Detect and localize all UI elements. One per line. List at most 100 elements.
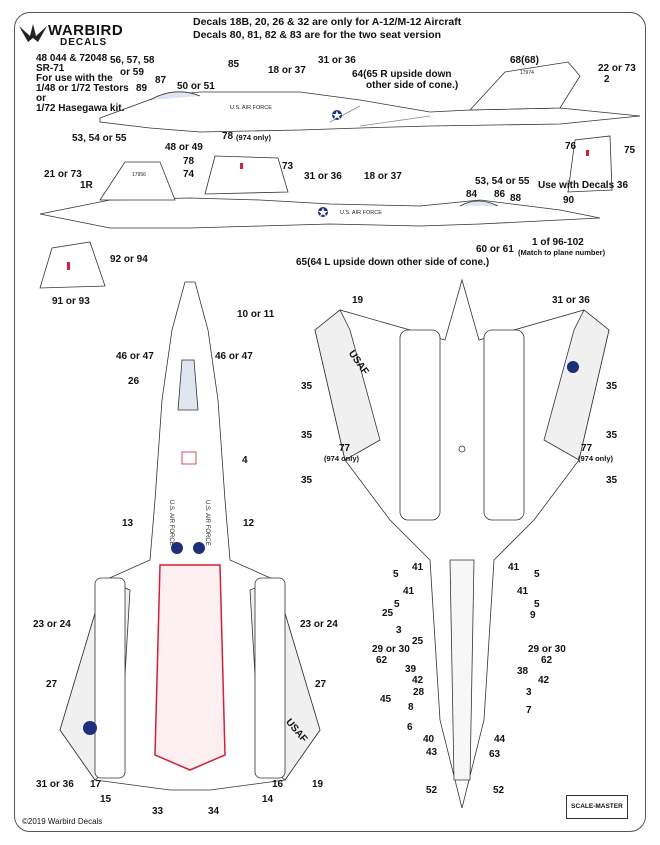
callout: 1R — [80, 180, 93, 191]
callout: 23 or 24 — [300, 619, 338, 630]
copyright: ©2019 Warbird Decals — [22, 817, 103, 826]
callout: 78 — [222, 131, 234, 142]
callout: 50 or 51 — [177, 81, 215, 92]
callout: 68(68) — [510, 55, 539, 66]
eagle-icon — [19, 24, 47, 42]
callout: 25 — [412, 636, 424, 647]
callout: 33 — [152, 806, 164, 817]
callout: 76 — [565, 141, 577, 152]
callout: 42 — [538, 675, 550, 686]
callout: 74 — [183, 169, 195, 180]
callout: 35 — [301, 381, 313, 392]
scale-master-logo: SCALE-MASTER — [566, 795, 628, 819]
callout: 86 — [494, 189, 506, 200]
header-line-1: Decals 18B, 20, 26 & 32 are only for A-1… — [193, 16, 462, 28]
brand-name: WARBIRD — [48, 22, 124, 39]
callout: (Match to plane number) — [518, 248, 606, 257]
callout: 39 — [405, 664, 417, 675]
svg-text:U.S. AIR FORCE: U.S. AIR FORCE — [340, 210, 382, 216]
callout: 56, 57, 58 — [110, 55, 155, 66]
callout: 18 or 37 — [268, 65, 306, 76]
callout: 89 — [136, 83, 148, 94]
callout: 3 — [396, 625, 402, 636]
callout: 2 — [604, 74, 610, 85]
aircraft-name: SR-71 — [36, 63, 65, 74]
callout: 43 — [426, 747, 438, 758]
callout: 19 — [352, 295, 364, 306]
callout: 29 or 30 — [372, 644, 410, 655]
callout: 41 — [403, 586, 415, 597]
callout: 41 — [508, 562, 520, 573]
callout: 77 — [581, 443, 593, 454]
callout: 3 — [526, 687, 532, 698]
callout: 48 or 49 — [165, 142, 203, 153]
callout: 35 — [606, 475, 618, 486]
svg-text:U.S. AIR FORCE: U.S. AIR FORCE — [168, 500, 174, 546]
callout: or 59 — [120, 67, 144, 78]
callout: 17 — [90, 779, 102, 790]
callout: 31 or 36 — [318, 55, 356, 66]
callout: 15 — [100, 794, 112, 805]
callout: 5 — [534, 569, 540, 580]
callout: 53, 54 or 55 — [475, 176, 530, 187]
svg-text:17974: 17974 — [520, 70, 534, 76]
callout: 35 — [301, 475, 313, 486]
tail-insert-left — [39, 135, 613, 289]
callout: 65(64 L upside down other side of cone.) — [296, 257, 490, 268]
callout: 52 — [493, 785, 505, 796]
brand-sub: DECALS — [60, 37, 108, 48]
callout: 85 — [228, 59, 240, 70]
callout: 4 — [242, 455, 248, 466]
callout: 35 — [606, 381, 618, 392]
callout: 8 — [408, 702, 414, 713]
side-profile-bottom: U.S. AIR FORCE 17956 — [39, 161, 601, 229]
callout: 53, 54 or 55 — [72, 133, 127, 144]
callout: 90 — [563, 195, 575, 206]
callout: Use with Decals 36 — [538, 180, 629, 191]
callout: 13 — [122, 518, 134, 529]
callout: 18 or 37 — [364, 171, 402, 182]
callout: (974 only) — [236, 133, 272, 142]
callout: 46 or 47 — [215, 351, 253, 362]
callout: 92 or 94 — [110, 254, 148, 265]
callout: 14 — [262, 794, 274, 805]
svg-text:U.S. AIR FORCE: U.S. AIR FORCE — [204, 500, 210, 546]
callout: other side of cone.) — [366, 80, 459, 91]
callout: 77 — [339, 443, 351, 454]
svg-text:17956: 17956 — [132, 172, 146, 178]
side-profile-top: U.S. AIR FORCE 17974 — [99, 61, 641, 133]
product-codes: 48 044 & 72048 — [36, 53, 108, 64]
callout: 27 — [315, 679, 327, 690]
top-view-aircraft: U.S. AIR FORCE U.S. AIR FORCE — [59, 281, 321, 791]
warbird-logo: WARBIRD DECALS — [18, 20, 128, 48]
callout: 5 — [534, 599, 540, 610]
callout: 62 — [541, 655, 553, 666]
callout: 64(65 R upside down — [352, 69, 452, 80]
callout: 25 — [382, 608, 394, 619]
usage-line-3: or — [36, 93, 46, 104]
callout: 19 — [312, 779, 324, 790]
usage-line-4: 1/72 Hasegawa kit. — [36, 103, 125, 114]
callout: 88 — [510, 193, 522, 204]
callout: 91 or 93 — [52, 296, 90, 307]
callout: 41 — [517, 586, 529, 597]
callout: 42 — [412, 675, 424, 686]
callout: 9 — [530, 610, 536, 621]
callout: 35 — [606, 430, 618, 441]
callout: 7 — [526, 705, 532, 716]
svg-text:U.S. AIR FORCE: U.S. AIR FORCE — [230, 105, 272, 111]
callout: 38 — [517, 666, 529, 677]
callout: 78 — [183, 156, 195, 167]
callout: 41 — [412, 562, 424, 573]
callout: 6 — [407, 722, 413, 733]
callout: 62 — [376, 655, 388, 666]
callout: 84 — [466, 189, 478, 200]
callout: 31 or 36 — [552, 295, 590, 306]
callout: 34 — [208, 806, 220, 817]
callout: 73 — [282, 161, 294, 172]
callout: 87 — [155, 75, 167, 86]
callout: 23 or 24 — [33, 619, 71, 630]
callout: 35 — [301, 430, 313, 441]
callout: 22 or 73 — [598, 63, 636, 74]
callout: 63 — [489, 749, 501, 760]
